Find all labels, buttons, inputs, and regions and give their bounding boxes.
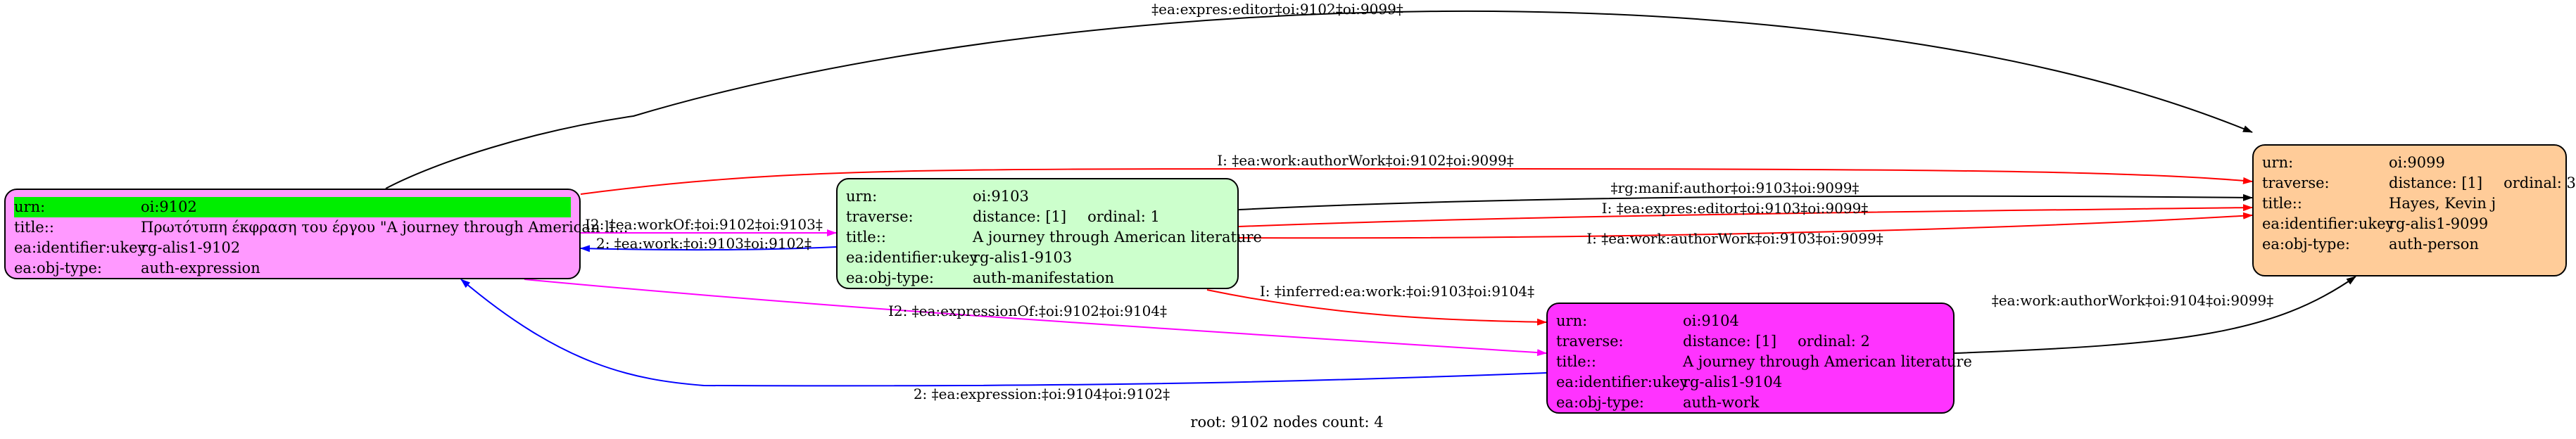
node-9103-row-urn: urn: oi:9103 [846,186,1229,207]
row-key: urn: [1556,312,1588,329]
row-value: oi:9104 [1683,312,1739,329]
node-9104-row-title: title::A journey through American litera… [1556,352,1972,372]
edge-expression-9104-9102 [460,279,1547,387]
row-value: auth-person [2389,236,2479,253]
row-value: distance: [1] ordinal: 2 [1683,331,1945,352]
row-value: A journey through American literature [1683,353,1972,370]
edge-label-expression: 2: ‡ea:expression:‡oi:9104‡oi:9102‡ [914,386,1170,402]
row-key: traverse: [2262,174,2330,191]
row-key: ea:identifier:ukey [1556,374,1688,390]
node-9099-row-urn: urn: oi:9099 [2262,153,2557,173]
row-key: ea:identifier:ukey [2262,215,2394,232]
row-key: title:: [14,219,54,236]
edge-expressionof-9102-9104 [524,279,1547,357]
edge-label-authorwork-9102: I: ‡ea:work:authorWork‡oi:9102‡oi:9099‡ [1217,152,1513,169]
row-key: ea:identifier:ukey [846,249,978,266]
node-9103-row-objtype: ea:obj-type: auth-manifestation [846,268,1229,288]
row-key: ea:obj-type: [2262,236,2350,253]
row-key: traverse: [1556,333,1624,350]
ordinal-value: ordinal: 3 [2504,174,2576,191]
node-9102-row-title: title::Πρωτότυπη έκφραση του έργου "A jo… [14,217,629,238]
edge-inferred-9103-9104 [1206,289,1547,326]
row-value: oi:9103 [973,188,1029,205]
row-key: urn: [846,188,878,205]
edge-authorwork-9102-9099 [580,168,2253,195]
node-9103-row-title: title::A journey through American litera… [846,227,1262,248]
row-value: rg-alis1-9104 [1683,374,1783,390]
node-oi-9104[interactable]: urn: oi:9104 traverse: distance: [1] ordina… [1546,303,1972,414]
row-value: rg-alis1-9099 [2389,215,2489,232]
row-value: distance: [1] ordinal: 3 [2389,173,2576,193]
distance-value: distance: [1] [2389,174,2483,191]
edge-label-workof: I2: ‡ea:workOf:‡oi:9102‡oi:9103‡ [585,216,823,233]
edge-label-authorwork-9103: I: ‡ea:work:authorWork‡oi:9103‡oi:9099‡ [1586,230,1883,247]
edge-label-manif-author: ‡rg:manif:author‡oi:9103‡oi:9099‡ [1611,179,1860,196]
node-9102-row-urn: urn:oi:9102 [14,197,571,217]
row-key: ea:obj-type: [846,269,934,286]
edge-authorwork-9103-9099 [1238,212,2253,239]
row-value: oi:9099 [2389,154,2445,171]
node-9104-row-urn: urn: oi:9104 [1556,311,1945,331]
row-key: title:: [2262,195,2302,212]
row-value: auth-work [1683,394,1760,411]
distance-value: distance: [1] [1683,333,1777,350]
row-value: distance: [1] ordinal: 1 [973,207,1229,227]
ordinal-value: ordinal: 1 [1087,208,1160,225]
row-key: ea:obj-type: [14,260,102,276]
node-oi-9099[interactable]: urn: oi:9099 traverse: distance: [1] ordina… [2252,144,2576,276]
row-key: urn: [14,197,141,217]
edge-authorwork-9104-9099 [1954,276,2356,354]
row-value: A journey through American literature [973,229,1262,246]
row-value: oi:9102 [141,197,571,217]
row-value: auth-manifestation [973,269,1115,286]
edge-label-inferred: I: ‡inferred:ea:work:‡oi:9103‡oi:9104‡ [1260,283,1534,300]
ordinal-value: ordinal: 2 [1798,333,1870,350]
node-9099-row-title: title::Hayes, Kevin j [2262,193,2557,214]
edge-label-expres-editor-9102: ‡ea:expres:editor‡oi:9102‡oi:9099‡ [1151,1,1403,18]
distance-value: distance: [1] [973,208,1067,225]
row-value: rg-alis1-9102 [141,239,241,256]
row-value: auth-expression [141,260,260,276]
node-9099-row-objtype: ea:obj-type: auth-person [2262,234,2557,255]
edge-expres-editor-9103-9099 [1238,204,2253,227]
node-oi-9103[interactable]: urn: oi:9103 traverse: distance: [1] ordina… [836,178,1262,289]
node-9099-row-traverse: traverse: distance: [1] ordinal: 3 [2262,173,2576,193]
node-9102-row-objtype: ea:obj-type: auth-expression [14,258,571,279]
edge-label-expressionof: I2: ‡ea:expressionOf:‡oi:9102‡oi:9104‡ [888,303,1167,319]
row-key: ea:identifier:ukey [14,239,146,256]
edge-label-work: 2: ‡ea:work:‡oi:9103‡oi:9102‡ [596,235,812,252]
edge-expres-editor-9102-9099 [385,10,2253,189]
node-9104-row-objtype: ea:obj-type: auth-work [1556,393,1945,413]
row-value: rg-alis1-9103 [973,249,1073,266]
row-key: ea:obj-type: [1556,394,1644,411]
edge-label-expres-editor-9103: I: ‡ea:expres:editor‡oi:9103‡oi:9099‡ [1602,200,1869,217]
node-oi-9102[interactable]: urn:oi:9102 title::Πρωτότυπη έκφραση του… [4,189,629,279]
node-9104-row-traverse: traverse: distance: [1] ordinal: 2 [1556,331,1945,352]
row-key: traverse: [846,208,914,225]
row-key: urn: [2262,154,2294,171]
edge-manif-author-9103-9099 [1238,193,2253,210]
graph-footer: root: 9102 nodes count: 4 [1190,414,1384,431]
row-key: title:: [1556,353,1596,370]
row-value: Πρωτότυπη έκφραση του έργου "A journey t… [141,219,629,236]
edge-label-authorwork-9104: ‡ea:work:authorWork‡oi:9104‡oi:9099‡ [1992,292,2273,309]
node-9103-row-traverse: traverse: distance: [1] ordinal: 1 [846,207,1229,227]
row-value: Hayes, Kevin j [2389,195,2496,212]
row-key: title:: [846,229,886,246]
edge-work-9103-9102 [580,245,837,253]
